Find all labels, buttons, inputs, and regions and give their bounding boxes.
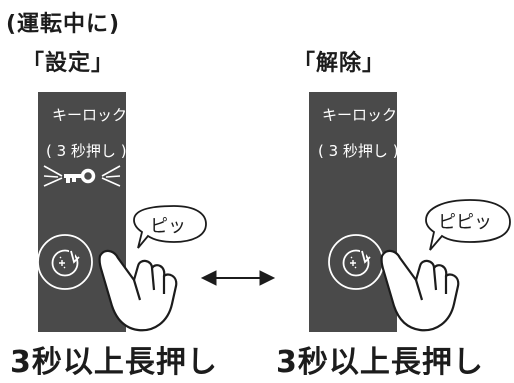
speech-bubble	[133, 205, 207, 249]
release-title: 「解除」	[293, 51, 386, 76]
release-panel-line2: ( 3 秒押し )	[318, 142, 399, 160]
mode-label: (運転中に)	[6, 12, 121, 37]
release-panel-line1: キーロック	[322, 106, 398, 124]
hand-pointer-icon	[98, 249, 178, 332]
key-icon	[43, 165, 121, 187]
set-panel-line2: ( 3 秒押し )	[46, 142, 127, 160]
speech-bubble-release	[425, 199, 511, 251]
set-panel-line1: キーロック	[52, 106, 128, 124]
release-bubble-text: ピピッ	[438, 212, 492, 233]
release-caption: 3秒以上長押し	[276, 345, 484, 380]
set-bubble-text: ピッ	[150, 216, 186, 237]
release-panel	[309, 92, 397, 332]
set-title: 「設定」	[22, 51, 115, 76]
lock-button-icon	[37, 234, 93, 290]
hand-pointer-icon-release	[380, 249, 460, 332]
double-arrow-icon	[200, 270, 276, 286]
lock-button-icon-release	[328, 234, 384, 290]
set-caption: 3秒以上長押し	[10, 345, 218, 380]
